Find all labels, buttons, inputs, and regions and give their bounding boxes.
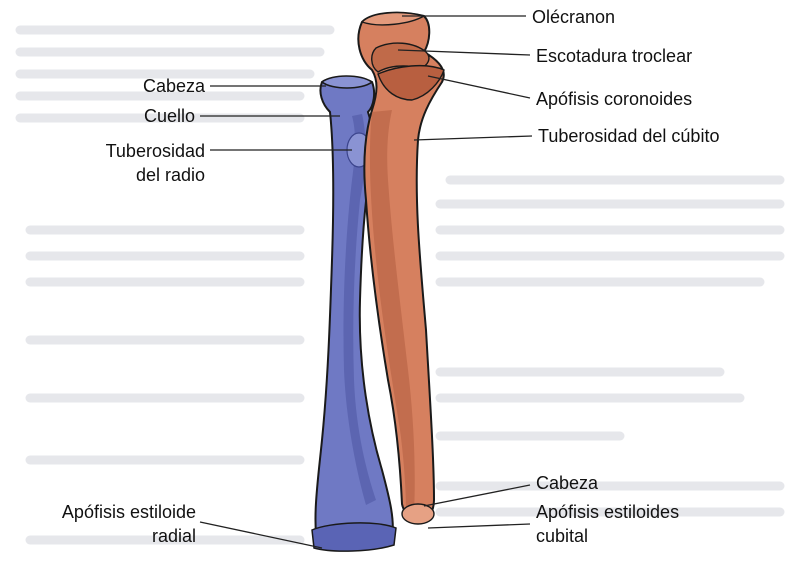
label-apofisis-estiloide-radial-line1: Apófisis estiloide xyxy=(4,501,196,523)
radial-distal-end xyxy=(312,523,396,551)
leader-apofisis-estiloides-cubital xyxy=(428,524,530,528)
label-apofisis-estiloides-cubital-line1: Apófisis estiloides xyxy=(536,501,679,523)
label-tuberosidad-cubito: Tuberosidad del cúbito xyxy=(538,125,719,147)
label-apofisis-estiloides-cubital-line2: cubital xyxy=(536,525,588,547)
label-apofisis-coronoides: Apófisis coronoides xyxy=(536,88,692,110)
label-cuello: Cuello xyxy=(50,105,195,127)
leader-tuberosidad-cubito xyxy=(414,136,532,140)
label-cabeza-cubito: Cabeza xyxy=(536,472,598,494)
label-cabeza-radio: Cabeza xyxy=(60,75,205,97)
leader-apofisis-coronoides xyxy=(428,76,530,98)
label-olecranon: Olécranon xyxy=(532,6,615,28)
label-apofisis-estiloide-radial-line2: radial xyxy=(4,525,196,547)
label-escotadura-troclear: Escotadura troclear xyxy=(536,45,692,67)
ulnar-head-shape xyxy=(402,504,434,524)
label-tuberosidad-radio-line2: del radio xyxy=(50,164,205,186)
radial-head-top xyxy=(322,76,372,88)
label-tuberosidad-radio-line1: Tuberosidad xyxy=(50,140,205,162)
